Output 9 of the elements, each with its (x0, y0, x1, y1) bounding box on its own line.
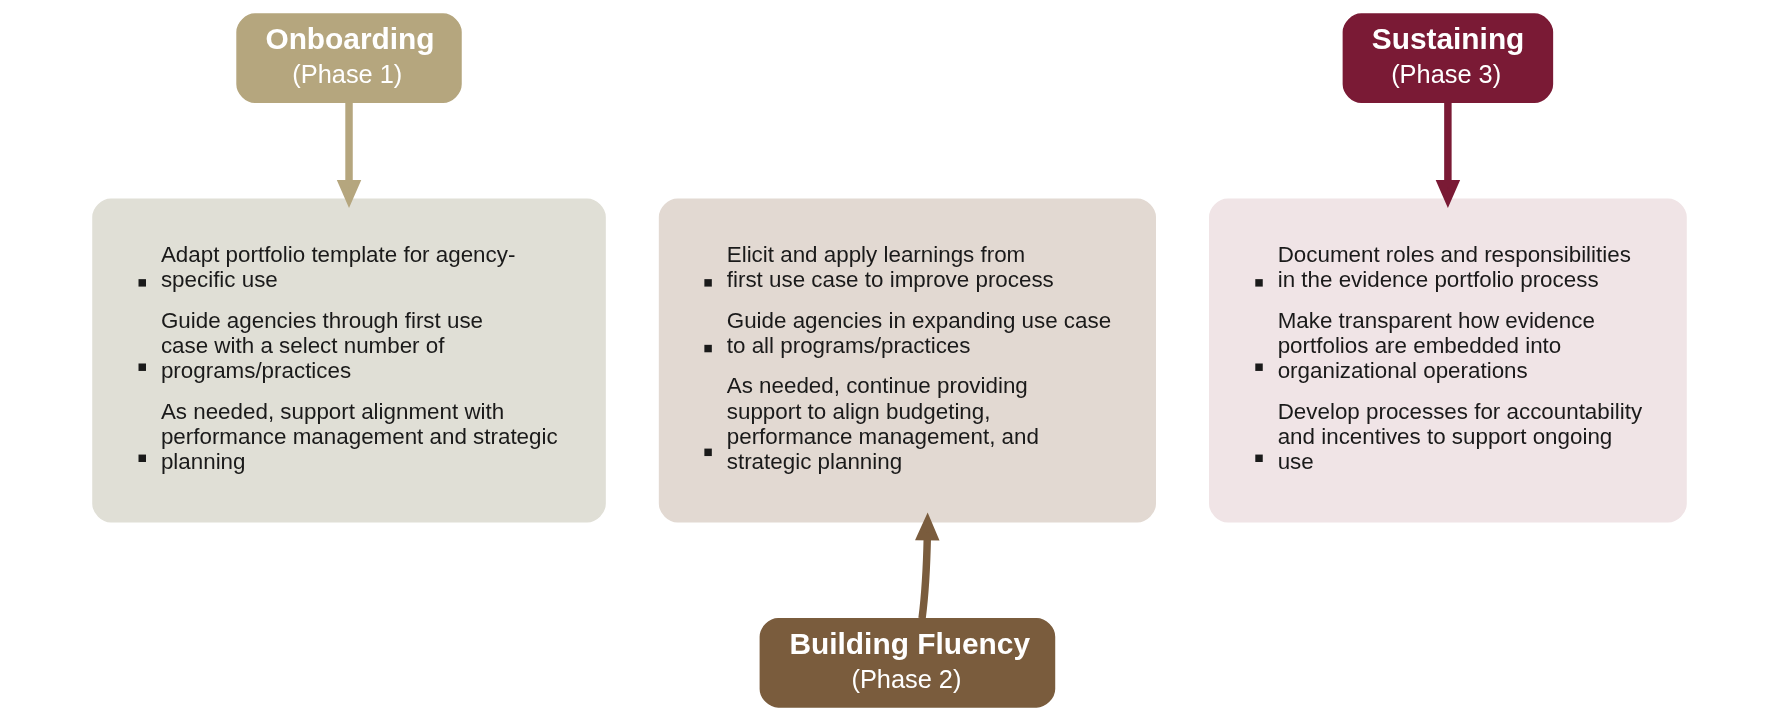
node-box: Elicit and apply learnings from first use case to improve process Guide agencies in expanding use case to all programs/practices As needed, continue providing support to align budgeting, performance management, and strategic planning (658, 198, 1156, 523)
node-box: Adapt portfolio template for agency-specific use Guide agencies through first use case with a select number of programs/practices As needed, support alignment with performance management and strategic planning (91, 198, 606, 523)
arrow (1435, 102, 1460, 209)
node-box: Building Fluency (Phase 2) (759, 618, 1055, 708)
node-box: Onboarding (Phase 1) (235, 13, 462, 103)
node-box: Document roles and responsibilities in the evidence portfolio process Make transparent how evidence portfolios are embedded into organizational operations Develop processes for accountability and incentives to support ongoing use (1208, 198, 1687, 523)
node-box: Sustaining (Phase 3) (1342, 13, 1553, 103)
arrow (914, 512, 940, 619)
arrow (336, 102, 361, 208)
